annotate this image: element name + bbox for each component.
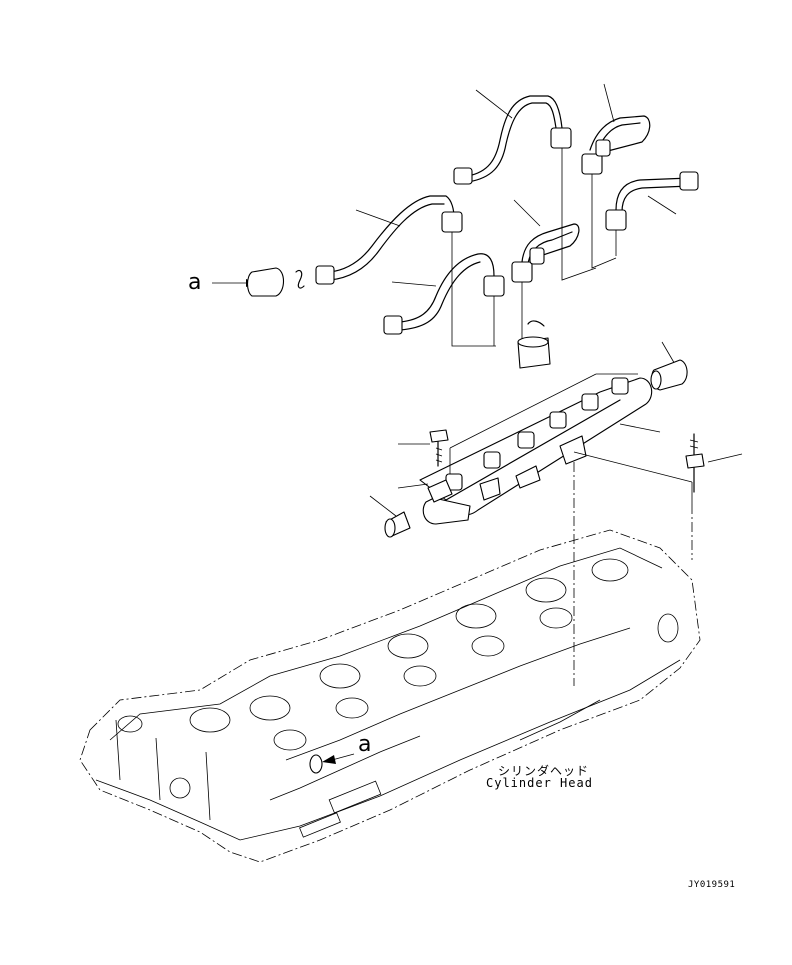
rail-clip-and-sleeve (517, 320, 551, 369)
rail-inlet (422, 497, 471, 525)
callout-a-lower-arrow (309, 753, 355, 774)
rail-bolt-left (398, 429, 449, 467)
injection-pipe-2 (589, 115, 651, 153)
pipe-6-nut (483, 275, 505, 297)
callout-a-lower: a (358, 732, 372, 757)
injection-pipe-4 (521, 223, 580, 263)
pipe-guide-lines (451, 148, 617, 347)
cylinder-head-label-jp: シリンダヘッド (498, 764, 590, 778)
rail-bracket-left (427, 479, 453, 503)
clip (527, 320, 545, 327)
cylinder-head-label-en: Cylinder Head (486, 776, 593, 790)
callout-a-upper-arrow (212, 267, 305, 297)
cylinder-head (79, 529, 701, 863)
pipe-1-nut-right (550, 127, 572, 149)
rail-leader-right (397, 423, 661, 489)
sleeve-nut-upper (246, 267, 285, 297)
valve-ports (117, 558, 679, 799)
common-rail (419, 377, 653, 525)
injection-pipe-1 (467, 95, 563, 177)
callout-a-upper: a (188, 270, 202, 295)
rail-bracket-mid (515, 465, 541, 489)
sleeve-nut-lower (309, 754, 323, 774)
injection-pipe-6 (399, 253, 495, 323)
pipe-4-nut (511, 261, 533, 283)
injection-pipe-3 (615, 177, 691, 211)
inlet-fitting (369, 495, 411, 538)
pipe-leader-lines (355, 83, 677, 287)
rail-stud-right (685, 433, 743, 493)
pressure-sensor (650, 341, 688, 391)
figure-code: JY019591 (688, 880, 736, 890)
injection-pipe-5 (329, 195, 455, 273)
rail-guide-lines (449, 373, 693, 504)
rail-bracket-right (559, 435, 587, 465)
injection-pipes (315, 95, 699, 335)
pipe-5-nut (441, 211, 463, 233)
pipe-2-nut (581, 153, 603, 175)
pipe-3-nut (605, 209, 627, 231)
pipe-1-nut-left (453, 167, 473, 185)
